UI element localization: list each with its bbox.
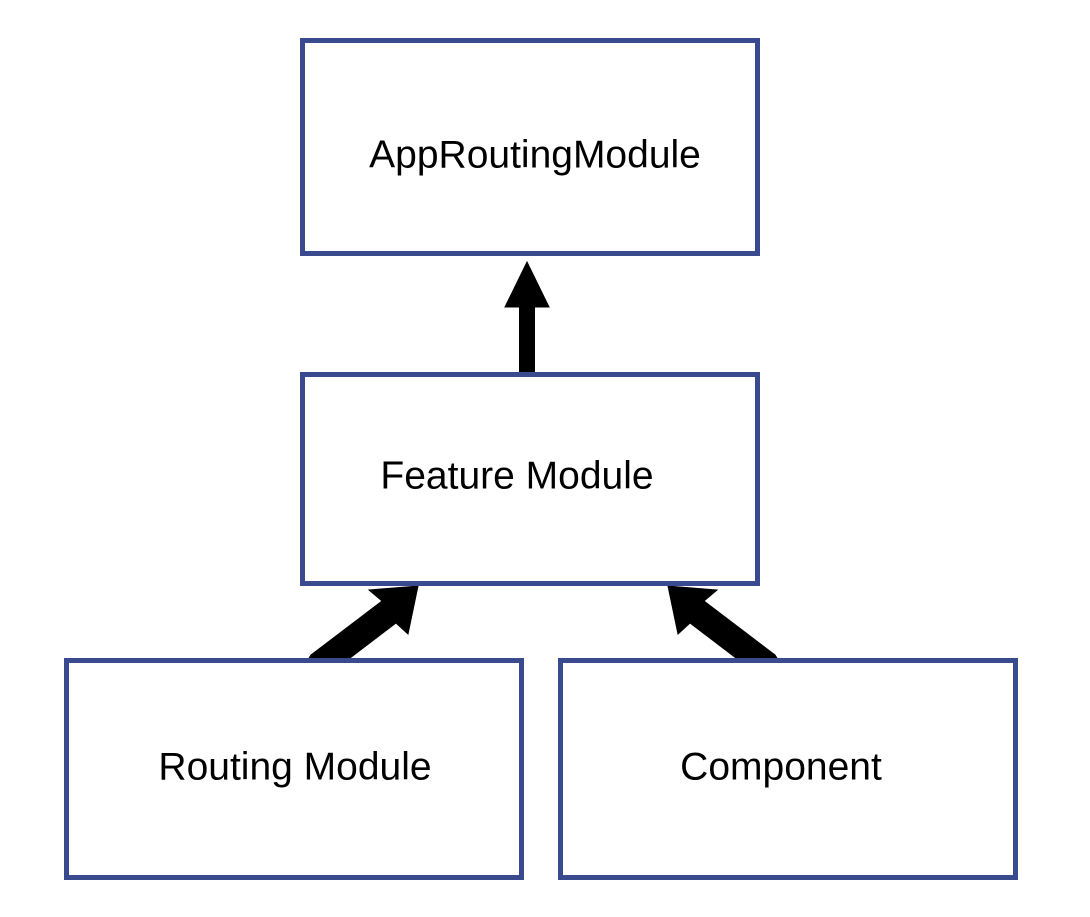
node-label-routing-module: Routing Module bbox=[158, 745, 432, 789]
node-label-feature-module: Feature Module bbox=[380, 454, 654, 498]
node-app-routing-module[interactable]: AppRoutingModule bbox=[300, 38, 760, 256]
node-feature-module[interactable]: Feature Module bbox=[300, 372, 760, 586]
node-routing-module[interactable]: Routing Module bbox=[64, 658, 524, 880]
node-component[interactable]: Component bbox=[558, 658, 1018, 880]
node-label-component: Component bbox=[680, 745, 882, 789]
edge-feature-to-approutingmodule bbox=[504, 260, 550, 373]
node-label-app-routing-module: AppRoutingModule bbox=[369, 133, 701, 177]
